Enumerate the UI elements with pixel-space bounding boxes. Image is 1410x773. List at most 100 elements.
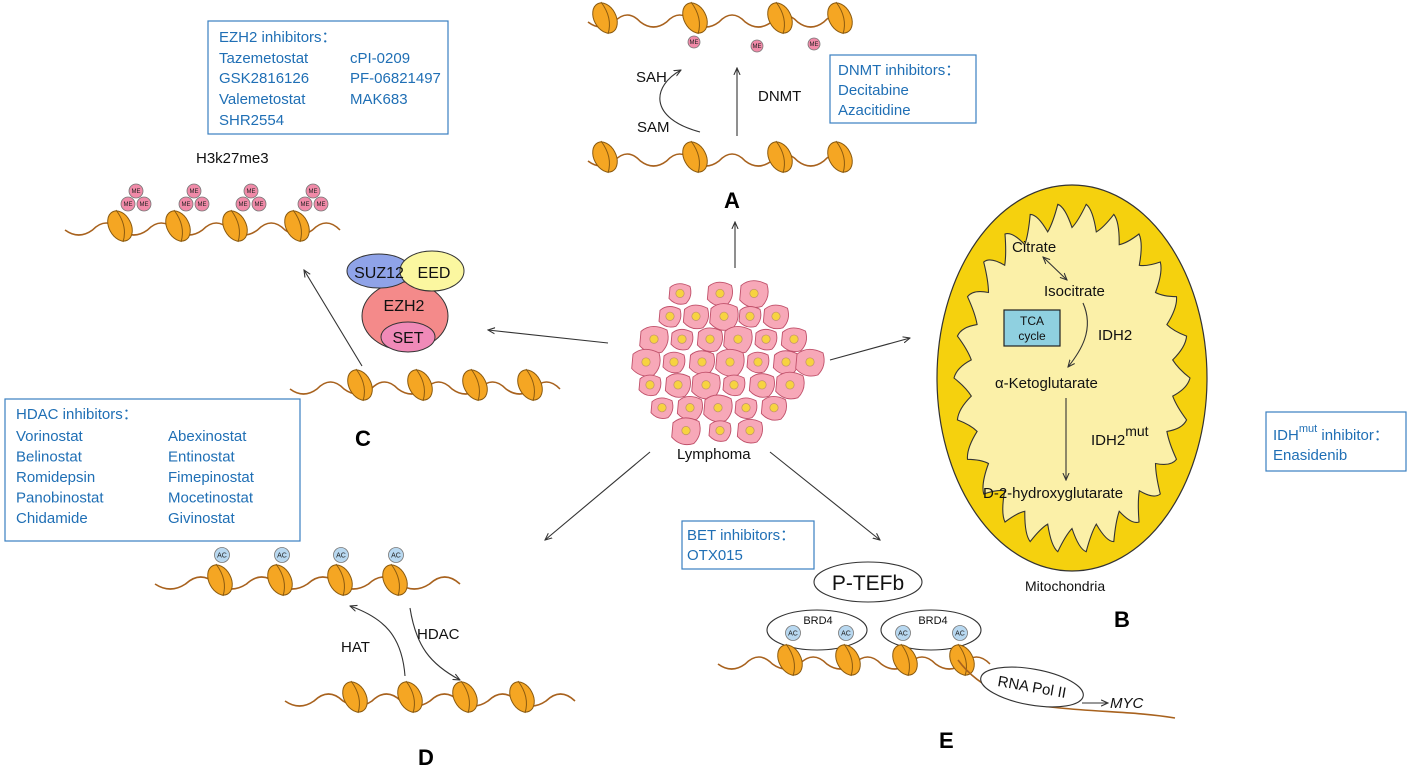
lymphoma-cluster: Lymphoma bbox=[545, 222, 910, 540]
svg-text:ME: ME bbox=[301, 202, 310, 208]
idh-drug: Enasidenib bbox=[1273, 447, 1347, 464]
nucleosome-icon bbox=[347, 369, 373, 401]
idh-inhibitor-box: IDHmut inhibitor： Enasidenib bbox=[1265, 411, 1407, 472]
lymphoma-cell-icon bbox=[715, 348, 745, 377]
lymphoma-cell-icon bbox=[723, 326, 753, 354]
hdac-box-title: HDAC inhibitors： bbox=[16, 406, 138, 423]
lymphoma-cell-icon bbox=[762, 304, 789, 330]
lymphoma-to-d-arrow bbox=[545, 451, 651, 540]
ptefb-complex bbox=[813, 561, 923, 603]
panel-b: Citrate Isocitrate TCA cycle IDH2 α-Keto… bbox=[936, 184, 1208, 632]
ezh2-inhibitors-box: EZH2 inhibitors： Tazemetostat GSK2816126… bbox=[207, 20, 449, 135]
prc2-arrow bbox=[304, 270, 363, 367]
nucleosome-icon bbox=[835, 644, 861, 676]
dna-strand-unmethylated bbox=[587, 140, 853, 174]
hdac-drug: Panobinostat bbox=[16, 490, 104, 507]
nucleosome-icon bbox=[777, 644, 803, 676]
hdac-drug: Belinostat bbox=[16, 449, 83, 466]
nucleosome-wrap bbox=[690, 140, 700, 174]
methyl-mark-icon: ME bbox=[313, 196, 329, 212]
mitochondria-cristae bbox=[953, 203, 1191, 553]
nucleosome-wrap bbox=[775, 140, 785, 174]
panel-c-label: C bbox=[355, 426, 371, 451]
methyl-mark-icon: ME bbox=[128, 183, 144, 199]
sam-sah-arrow bbox=[659, 70, 701, 133]
acetyl-mark-icon: AC bbox=[214, 547, 230, 563]
dna-strand-unmodified-c bbox=[289, 368, 561, 402]
methyl-mark-icon: ME bbox=[687, 35, 701, 49]
ezh2-box-frame bbox=[207, 20, 449, 135]
set-label: SET bbox=[392, 330, 423, 347]
tca-label: TCA bbox=[1020, 314, 1044, 328]
methyl-mark-icon: ME bbox=[305, 183, 321, 199]
ptefb-label: P-TEFb bbox=[832, 572, 904, 595]
ezh2-drug: Valemetostat bbox=[219, 91, 306, 108]
methyl-mark-icon: ME bbox=[251, 196, 267, 212]
nucleosome-icon bbox=[827, 2, 853, 34]
acetyl-mark-icon: AC bbox=[333, 547, 349, 563]
nucleosome-icon bbox=[517, 369, 543, 401]
lymphoma-cell-icon bbox=[795, 348, 825, 377]
dna-wrap bbox=[587, 153, 851, 167]
eed-label: EED bbox=[418, 265, 451, 282]
dna-strand-acetylated bbox=[154, 563, 461, 597]
nucleosome-icon bbox=[592, 141, 618, 173]
svg-text:ME: ME bbox=[198, 202, 207, 208]
nucleosome-wrap bbox=[292, 209, 302, 243]
lymphoma-cell-icon bbox=[696, 327, 723, 353]
lymphoma-cell-icon bbox=[754, 328, 778, 351]
svg-text:AC: AC bbox=[217, 552, 227, 559]
lymphoma-cell-icon bbox=[671, 417, 701, 446]
methyl-mark-icon: ME bbox=[136, 196, 152, 212]
nucleosome-icon bbox=[767, 2, 793, 34]
lymphoma-cell-icon bbox=[738, 306, 762, 328]
lymphoma-cell-icon bbox=[708, 420, 732, 442]
brd4-label: BRD4 bbox=[803, 615, 832, 627]
ezh2-drug: Tazemetostat bbox=[219, 50, 309, 67]
alpha-ketoglutarate-label: α-Ketoglutarate bbox=[995, 375, 1098, 392]
sah-label: SAH bbox=[636, 69, 667, 86]
lymphoma-cell-icon bbox=[668, 283, 692, 305]
lymphoma-cell-icon bbox=[638, 374, 662, 397]
svg-text:AC: AC bbox=[841, 630, 851, 637]
lymphoma-cell-icon bbox=[775, 371, 805, 400]
dna-wrap bbox=[587, 14, 851, 28]
nucleosome-icon bbox=[382, 564, 408, 596]
nucleosome-wrap bbox=[215, 563, 225, 597]
lymphoma-cell-icon bbox=[748, 373, 775, 398]
citrate-label: Citrate bbox=[1012, 239, 1056, 256]
svg-text:ME: ME bbox=[317, 202, 326, 208]
nucleosome-icon bbox=[682, 141, 708, 173]
lymphoma-cell-icon bbox=[691, 371, 721, 400]
acetyl-mark-icon: AC bbox=[785, 625, 801, 641]
nucleosome-wrap bbox=[230, 209, 240, 243]
ezh2-box-title: EZH2 inhibitors： bbox=[219, 29, 337, 46]
prc2-complex: SUZ12 EED EZH2 SET bbox=[346, 250, 465, 353]
dna-strand-h3k27me3 bbox=[64, 209, 341, 243]
methyl-mark-icon: ME bbox=[243, 183, 259, 199]
lymphoma-cells bbox=[631, 280, 825, 446]
svg-text:AC: AC bbox=[391, 552, 401, 559]
lymphoma-cell-icon bbox=[736, 418, 763, 444]
lymphoma-cell-icon bbox=[631, 348, 661, 377]
nucleosome-icon bbox=[327, 564, 353, 596]
acetyl-mark-icon: AC bbox=[895, 625, 911, 641]
lymphoma-cell-icon bbox=[650, 397, 674, 419]
isocitrate-label: Isocitrate bbox=[1044, 283, 1105, 300]
nucleosome-icon bbox=[767, 141, 793, 173]
myc-label: MYC bbox=[1110, 695, 1144, 712]
hat-label: HAT bbox=[341, 639, 370, 656]
hdac-label: HDAC bbox=[417, 626, 460, 643]
svg-text:ME: ME bbox=[124, 202, 133, 208]
methyl-mark-icon: ME bbox=[807, 37, 821, 51]
h3k27me3-label: H3k27me3 bbox=[196, 150, 269, 167]
dna-strand-deacetylated bbox=[284, 680, 576, 714]
dna-strand-e bbox=[717, 643, 991, 677]
nucleosome-icon bbox=[452, 681, 478, 713]
nucleosome-wrap bbox=[405, 680, 415, 714]
acetyl-mark-icon: AC bbox=[838, 625, 854, 641]
mitochondria-label: Mitochondria bbox=[1025, 578, 1105, 594]
